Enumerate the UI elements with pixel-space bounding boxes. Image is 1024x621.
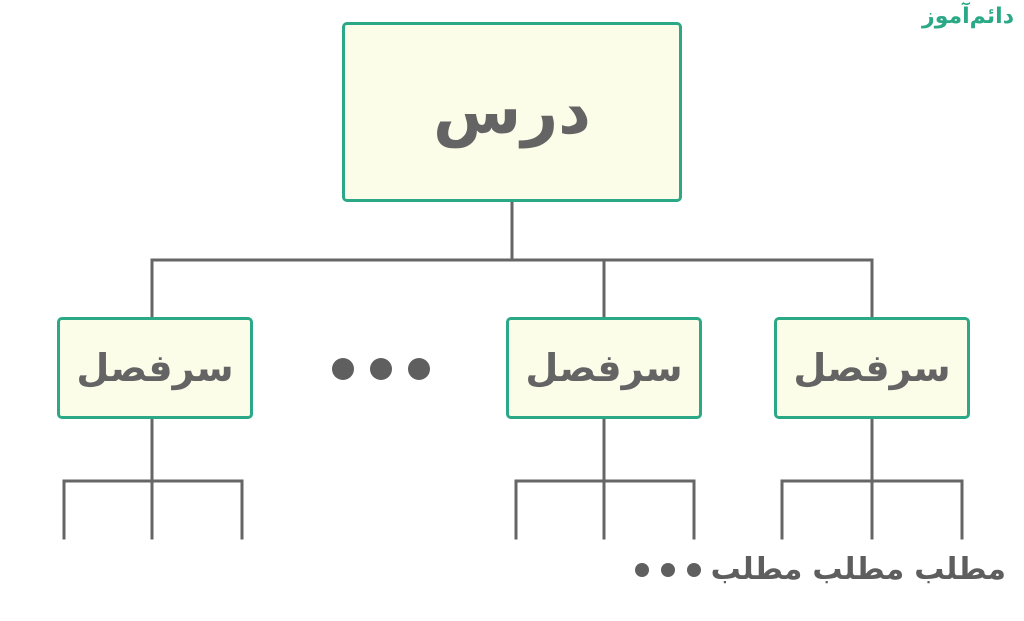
topics-row: مطلب مطلب مطلب [634, 552, 1006, 587]
topics-ellipsis [634, 562, 701, 577]
ellipsis-dot [660, 562, 675, 577]
ellipsis-dot [686, 562, 701, 577]
ellipsis-dot [634, 562, 649, 577]
ellipsis-dot [408, 358, 430, 380]
root-node-lesson: درس [342, 22, 682, 202]
ellipsis-dot [370, 358, 392, 380]
chapter-node-label: سرفصل [76, 346, 234, 390]
chapter-node-label: سرفصل [525, 346, 683, 390]
chapter-node-2: سرفصل [506, 317, 702, 419]
chapter-node-1: سرفصل [774, 317, 970, 419]
chapter-node-3: سرفصل [57, 317, 253, 419]
topic-label-2: مطلب [812, 552, 905, 587]
brand-logo: دائم‌آموز [922, 4, 1014, 29]
chapter-ellipsis [332, 358, 430, 380]
ellipsis-dot [332, 358, 354, 380]
chapter-node-label: سرفصل [793, 346, 951, 390]
topic-label-1: مطلب [914, 552, 1006, 587]
root-node-label: درس [433, 75, 591, 149]
topic-label-3: مطلب [710, 552, 803, 587]
